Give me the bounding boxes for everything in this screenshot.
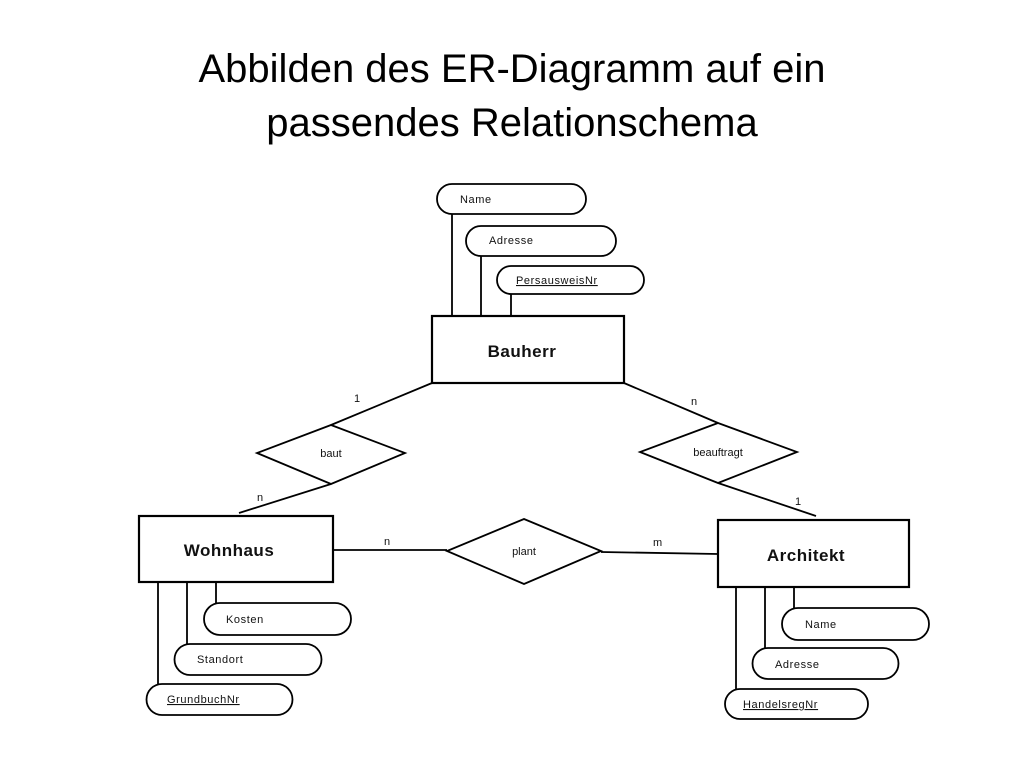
bauherr-beauftragt-line — [623, 382, 719, 424]
attribute-wohnhaus-standort: Standort — [173, 643, 323, 676]
cardinality-beauftragt-architekt: 1 — [795, 496, 801, 508]
attribute-bauherr-persausweisnr: PersausweisNr — [496, 265, 645, 295]
title-line-2: passendes Relationschema — [266, 101, 758, 145]
attribute-wohnhaus-grundbuchnr-label: GrundbuchNr — [167, 694, 240, 706]
relationship-plant: plant — [444, 518, 604, 585]
attribute-bauherr-adresse-label: Adresse — [489, 235, 534, 247]
entity-wohnhaus: Wohnhaus — [137, 514, 335, 584]
attribute-architekt-handelsregnr-label: HandelsregNr — [743, 699, 818, 711]
entity-architekt: Architekt — [716, 518, 911, 589]
attribute-wohnhaus-standort-label: Standort — [197, 654, 243, 666]
attribute-bauherr-persausweisnr-label: PersausweisNr — [516, 275, 598, 287]
attribute-wohnhaus-grundbuchnr: GrundbuchNr — [145, 683, 294, 716]
attribute-bauherr-name-label: Name — [460, 194, 492, 206]
attribute-architekt-adresse: Adresse — [751, 647, 900, 680]
attribute-bauherr-adresse: Adresse — [465, 225, 617, 257]
relationship-beauftragt-label: beauftragt — [693, 447, 743, 459]
beauftragt-architekt-line — [717, 482, 817, 517]
attribute-architekt-handelsregnr: HandelsregNr — [724, 688, 869, 720]
attribute-wohnhaus-kosten-label: Kosten — [226, 614, 264, 626]
attribute-architekt-name: Name — [781, 607, 930, 641]
title-line-1: Abbilden des ER-Diagramm auf ein — [198, 47, 826, 91]
cardinality-bauherr-beauftragt: n — [691, 396, 697, 408]
attribute-bauherr-name: Name — [436, 183, 587, 215]
entity-architekt-label: Architekt — [767, 546, 845, 565]
relationship-plant-label: plant — [512, 546, 536, 558]
slide-title: Abbilden des ER-Diagramm auf ein passend… — [0, 42, 1024, 150]
relationship-beauftragt: beauftragt — [637, 422, 800, 484]
cardinality-plant-architekt: m — [653, 537, 662, 549]
entity-wohnhaus-label: Wohnhaus — [184, 541, 275, 560]
entity-bauherr-label: Bauherr — [488, 342, 557, 361]
plant-architekt-line — [600, 551, 719, 555]
relationship-baut-label: baut — [320, 448, 341, 460]
attribute-wohnhaus-kosten: Kosten — [203, 602, 352, 636]
relationship-baut: baut — [254, 424, 408, 485]
entity-bauherr: Bauherr — [430, 314, 626, 385]
cardinality-baut-wohnhaus: n — [257, 492, 263, 504]
cardinality-wohnhaus-plant: n — [384, 536, 390, 548]
baut-wohnhaus-line — [238, 483, 332, 514]
attribute-architekt-name-label: Name — [805, 619, 837, 631]
cardinality-bauherr-baut: 1 — [354, 393, 360, 405]
bauherr-baut-line — [330, 382, 433, 426]
attribute-architekt-adresse-label: Adresse — [775, 659, 820, 671]
